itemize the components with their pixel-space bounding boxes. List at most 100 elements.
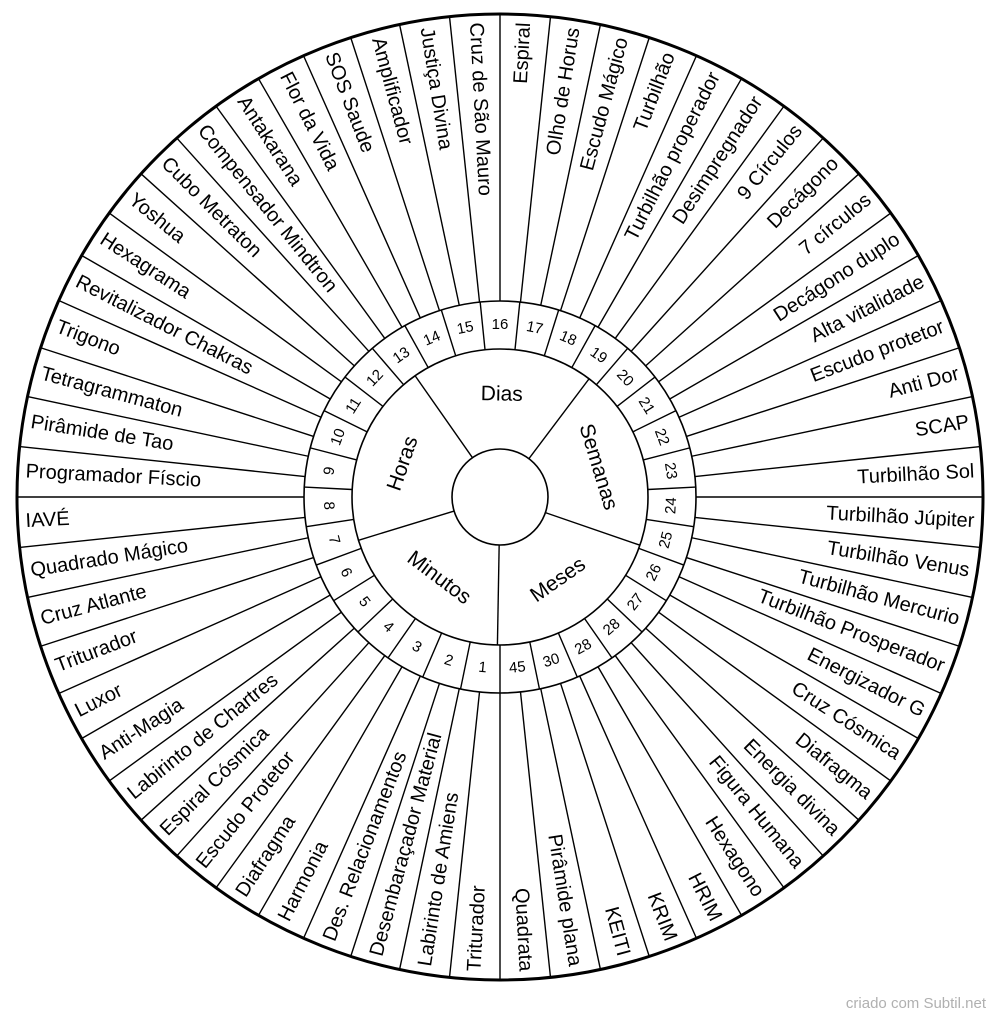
outer-label: Turbilhão [630,49,680,134]
category-divider [496,544,500,645]
number-divider [543,309,560,356]
outer-divider [350,37,441,311]
number-divider [357,598,394,633]
outer-divider [19,445,306,478]
outer-divider [257,666,403,916]
number-divider [387,618,417,659]
outer-label: Turbilhão Sol [857,460,975,488]
number-divider [583,618,613,659]
number-label: 45 [508,658,526,677]
category-label: Horas [383,433,423,493]
outer-divider [398,688,460,970]
credit-text: criado com Subtil.net [845,995,986,1012]
number-divider [323,410,368,433]
number-divider [643,447,690,461]
number-label: 3 [409,637,425,656]
outer-divider [694,445,981,478]
outer-label: Pirâmide de Tao [29,411,175,455]
outer-divider [645,173,860,367]
number-label: 24 [662,497,680,515]
number-divider [333,574,375,602]
outer-divider [678,299,942,418]
outer-divider [19,516,306,549]
outer-divider [257,78,403,328]
number-divider [638,547,685,566]
outer-divider [176,137,370,352]
number-divider [571,325,596,368]
number-divider [315,547,362,566]
number-label: 20 [613,366,637,390]
outer-divider [448,691,481,978]
outer-divider [108,212,342,383]
number-label: 17 [525,318,545,338]
number-divider [529,641,541,690]
outer-divider [519,691,552,978]
number-label: 26 [643,561,666,583]
outer-label: Triturador [52,625,140,676]
outer-divider [215,655,386,889]
outer-divider [694,516,981,549]
outer-divider [691,537,973,599]
outer-divider [81,594,331,740]
outer-divider [579,675,698,939]
number-label: 5 [355,593,374,610]
number-label: 8 [320,501,337,510]
category-divider [414,375,474,459]
outer-divider [40,556,314,647]
category-label: Semanas [574,421,622,513]
outer-divider [27,395,309,457]
outer-divider [579,55,698,319]
outer-divider [559,683,650,957]
number-label: 28 [600,615,624,639]
number-label: 2 [442,651,455,670]
number-divider [479,301,486,350]
outer-label: Quadrata [510,887,536,972]
outer-divider [350,683,441,957]
number-divider [440,309,457,356]
number-label: 27 [624,590,648,614]
number-ring [303,300,697,694]
outer-divider [597,666,743,916]
outer-label: Yoshua [124,189,190,248]
outer-divider [658,212,892,383]
outer-label: Programador Físcio [25,460,202,491]
outer-divider [540,688,602,970]
number-divider [459,641,471,690]
outer-divider [658,611,892,782]
outer-divider [108,611,342,782]
number-divider [306,518,354,528]
outer-divider [597,78,743,328]
outer-divider [540,24,602,306]
number-divider [514,301,521,350]
outer-label: Anti Dor [886,363,962,403]
outer-label: KEITI [600,904,634,958]
outer-label: Escudo Mágico [576,35,633,173]
number-divider [310,447,357,461]
outer-divider [686,556,960,647]
number-divider [344,376,384,407]
number-divider [632,410,677,433]
outer-divider [559,37,650,311]
category-label: Meses [526,553,590,607]
outer-label: Olho de Horus [543,26,585,157]
outer-divider [691,395,973,457]
outer-divider [58,576,322,695]
outer-divider [614,105,785,339]
number-label: 19 [587,344,610,367]
outer-divider [176,642,370,857]
number-divider [304,486,353,491]
outer-divider [140,173,355,367]
outer-label: SCAP [914,411,971,441]
outer-divider [686,347,960,438]
number-divider [557,632,578,678]
outer-divider [40,347,314,438]
number-label: 14 [421,327,443,349]
outer-label: Trigono [53,316,124,361]
outer-divider [645,627,860,821]
outer-divider [398,24,460,306]
category-divider [358,510,455,541]
number-label: 4 [380,618,397,636]
number-label: 15 [455,318,475,338]
outer-label: Cruz de São Mauro [465,22,496,196]
